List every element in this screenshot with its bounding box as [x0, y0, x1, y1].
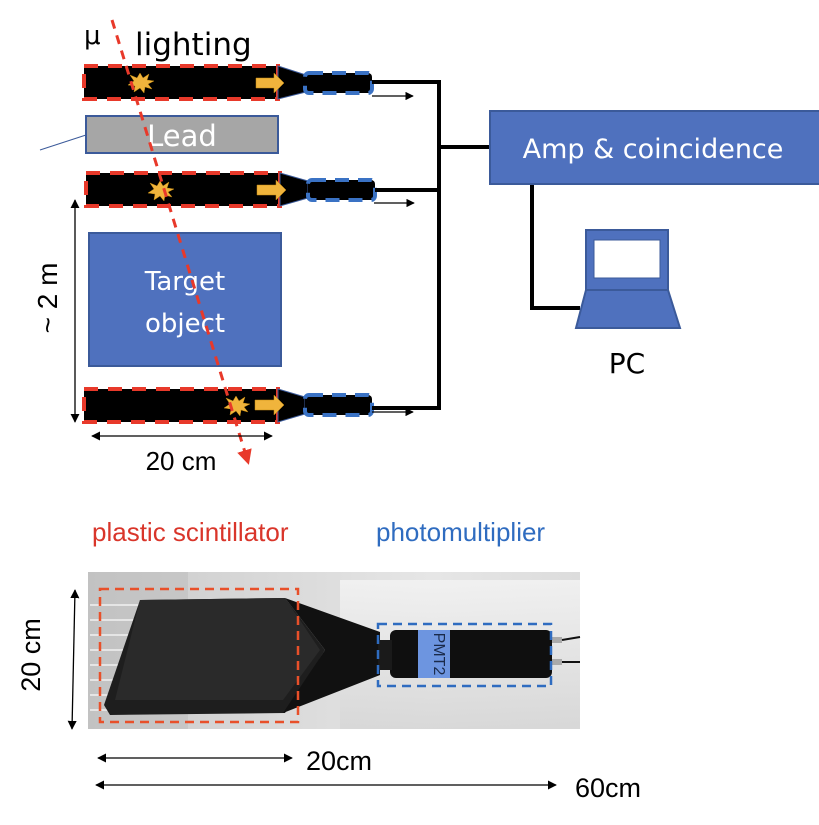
- target-label-line1: Target: [144, 267, 225, 297]
- photo-total-width-label: 60cm: [575, 773, 641, 803]
- pmt-bar: [303, 71, 374, 95]
- pc-label: PC: [609, 347, 645, 380]
- muon-symbol: μ: [84, 21, 101, 51]
- detector-photo: PMT2: [88, 572, 581, 729]
- photo-scint-width-label: 20cm: [306, 746, 372, 776]
- pmt-cylinder: [390, 630, 552, 678]
- pmt-tape-label: PMT2: [430, 633, 447, 676]
- pmt-bar: [306, 178, 377, 202]
- detector-top: [82, 64, 414, 101]
- amp-label: Amp & coincidence: [523, 134, 784, 165]
- amp-coincidence-box: Amp & coincidence: [489, 110, 819, 185]
- width-label: 20 cm: [146, 446, 217, 476]
- light-arrow-icon: [256, 179, 287, 201]
- scintillator-bar: [82, 64, 280, 101]
- wiring: [372, 80, 580, 410]
- flash-icon: [127, 72, 155, 94]
- photo-height-label: 20 cm: [16, 618, 46, 692]
- detector-middle: [84, 171, 415, 208]
- scintillator-bar: [84, 171, 282, 208]
- muon-track: [110, 19, 252, 465]
- scintillator-outline: [98, 587, 300, 724]
- lead-pointer-line: [39, 134, 87, 151]
- target-label-line2: object: [145, 309, 225, 339]
- photomultiplier-outline: [376, 622, 553, 688]
- pmt-bar: [303, 393, 374, 417]
- flash-icon: [147, 180, 175, 202]
- detector-bottom: [82, 387, 414, 424]
- light-arrow-icon: [255, 72, 285, 94]
- flash-icon: [223, 395, 251, 417]
- lead-block: Lead: [85, 115, 279, 154]
- light-arrow-icon: [254, 394, 285, 416]
- photo-height-arrow: [67, 589, 80, 730]
- scintillator-legend-label: plastic scintillator: [92, 517, 289, 547]
- scintillator-bar: [82, 387, 280, 424]
- height-label: ~ 2 m: [32, 263, 63, 334]
- lighting-label: lighting: [135, 27, 252, 63]
- pmt-tape: [418, 630, 450, 678]
- photomultiplier-legend-label: photomultiplier: [376, 517, 545, 547]
- laptop-icon: [574, 229, 682, 329]
- lead-label: Lead: [147, 119, 217, 153]
